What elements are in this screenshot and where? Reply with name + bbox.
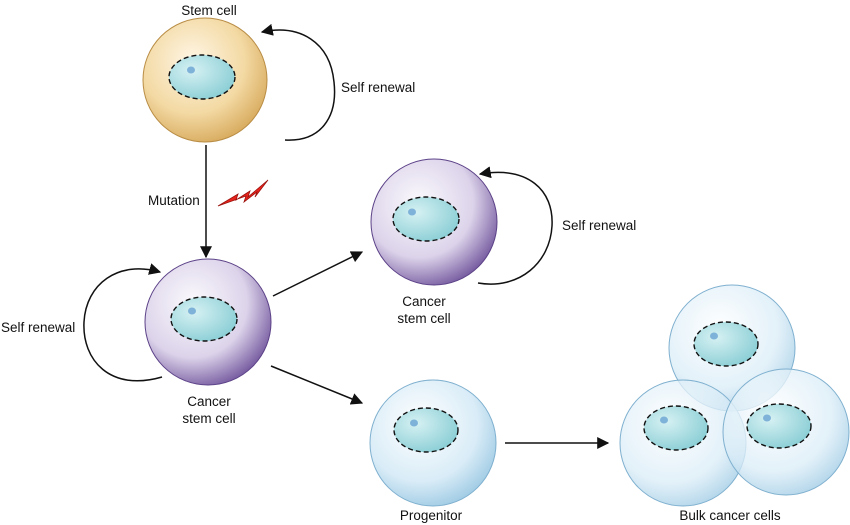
cancer-stem-cell-left-label-2: stem cell bbox=[182, 411, 235, 426]
lightning-bolt-icon bbox=[217, 179, 269, 207]
arrow-to-cancer-stem-cell bbox=[272, 251, 364, 297]
stem-cell-label: Stem cell bbox=[181, 3, 237, 18]
bulk-cancer-cells-label: Bulk cancer cells bbox=[679, 508, 781, 523]
self-renewal-arrow-left bbox=[83, 263, 163, 382]
nucleus bbox=[170, 296, 238, 342]
cancer-stem-cell-right-label-1: Cancer bbox=[402, 294, 446, 309]
progenitor-cell bbox=[369, 379, 497, 507]
arrow-to-progenitor bbox=[270, 365, 364, 405]
self-renewal-label-left: Self renewal bbox=[1, 320, 75, 335]
cancer-stem-cell-left bbox=[144, 258, 272, 386]
progenitor-label: Progenitor bbox=[400, 508, 463, 523]
nucleus bbox=[643, 405, 709, 451]
nucleus bbox=[168, 54, 236, 100]
self-renewal-label-right: Self renewal bbox=[562, 218, 636, 233]
bulk-cancer-cells bbox=[619, 284, 850, 507]
stem-cell bbox=[142, 17, 268, 143]
self-renewal-arrow-top bbox=[260, 23, 336, 141]
cancer-stem-cell-left-label-1: Cancer bbox=[187, 394, 231, 409]
bulk-cell-left bbox=[619, 379, 747, 507]
self-renewal-label-top: Self renewal bbox=[341, 80, 415, 95]
nucleus bbox=[746, 403, 812, 449]
cancer-stem-cell-right bbox=[370, 158, 498, 286]
cancer-stem-cell-right-label-2: stem cell bbox=[397, 311, 450, 326]
self-renewal-arrow-right bbox=[477, 166, 553, 285]
nucleus bbox=[693, 321, 759, 367]
bulk-cell-right bbox=[722, 368, 850, 496]
nucleus bbox=[393, 407, 459, 453]
mutation-label: Mutation bbox=[148, 193, 200, 208]
nucleus bbox=[392, 196, 460, 242]
